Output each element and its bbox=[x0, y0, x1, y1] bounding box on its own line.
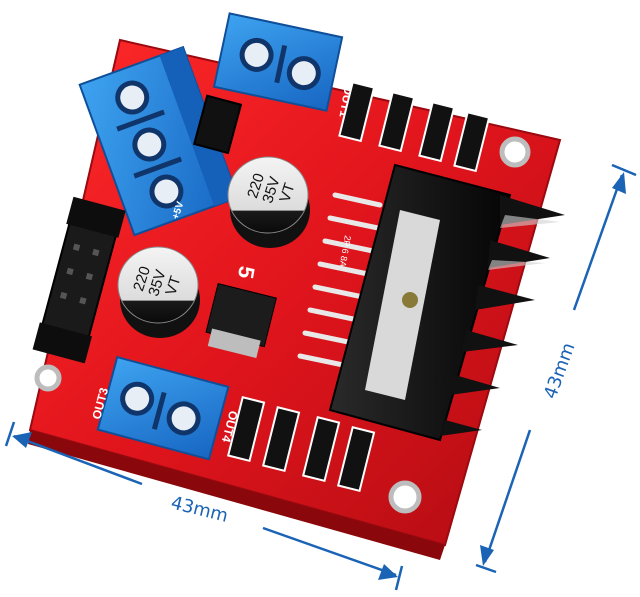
label-vcc: +5V bbox=[170, 200, 186, 221]
cap2-value: 220 bbox=[130, 264, 154, 293]
enable-jumper bbox=[192, 94, 243, 155]
height-dimension bbox=[475, 163, 637, 574]
label-regulator: 5 bbox=[233, 264, 260, 280]
cap1-value: 220 bbox=[244, 171, 268, 200]
capacitor-2: 220 35V VT bbox=[117, 246, 200, 338]
voltage-regulator bbox=[205, 283, 277, 359]
mounting-holes bbox=[34, 136, 531, 514]
power-terminal-block bbox=[78, 45, 240, 237]
cap2-series: VT bbox=[162, 274, 184, 297]
l298n-pins bbox=[297, 192, 383, 369]
height-label: 43mm bbox=[540, 340, 580, 402]
cap1-series: VT bbox=[276, 181, 298, 204]
flyback-diodes-top bbox=[338, 81, 491, 173]
flyback-diodes-bottom bbox=[226, 396, 376, 493]
l298n-heatsink bbox=[328, 163, 565, 442]
width-dimension bbox=[4, 421, 404, 591]
logic-pin-header bbox=[32, 196, 126, 364]
motor-b-terminal-block bbox=[96, 355, 230, 461]
capacitor-1: 220 35V VT bbox=[227, 156, 310, 248]
motor-a-terminal-block bbox=[212, 12, 344, 112]
